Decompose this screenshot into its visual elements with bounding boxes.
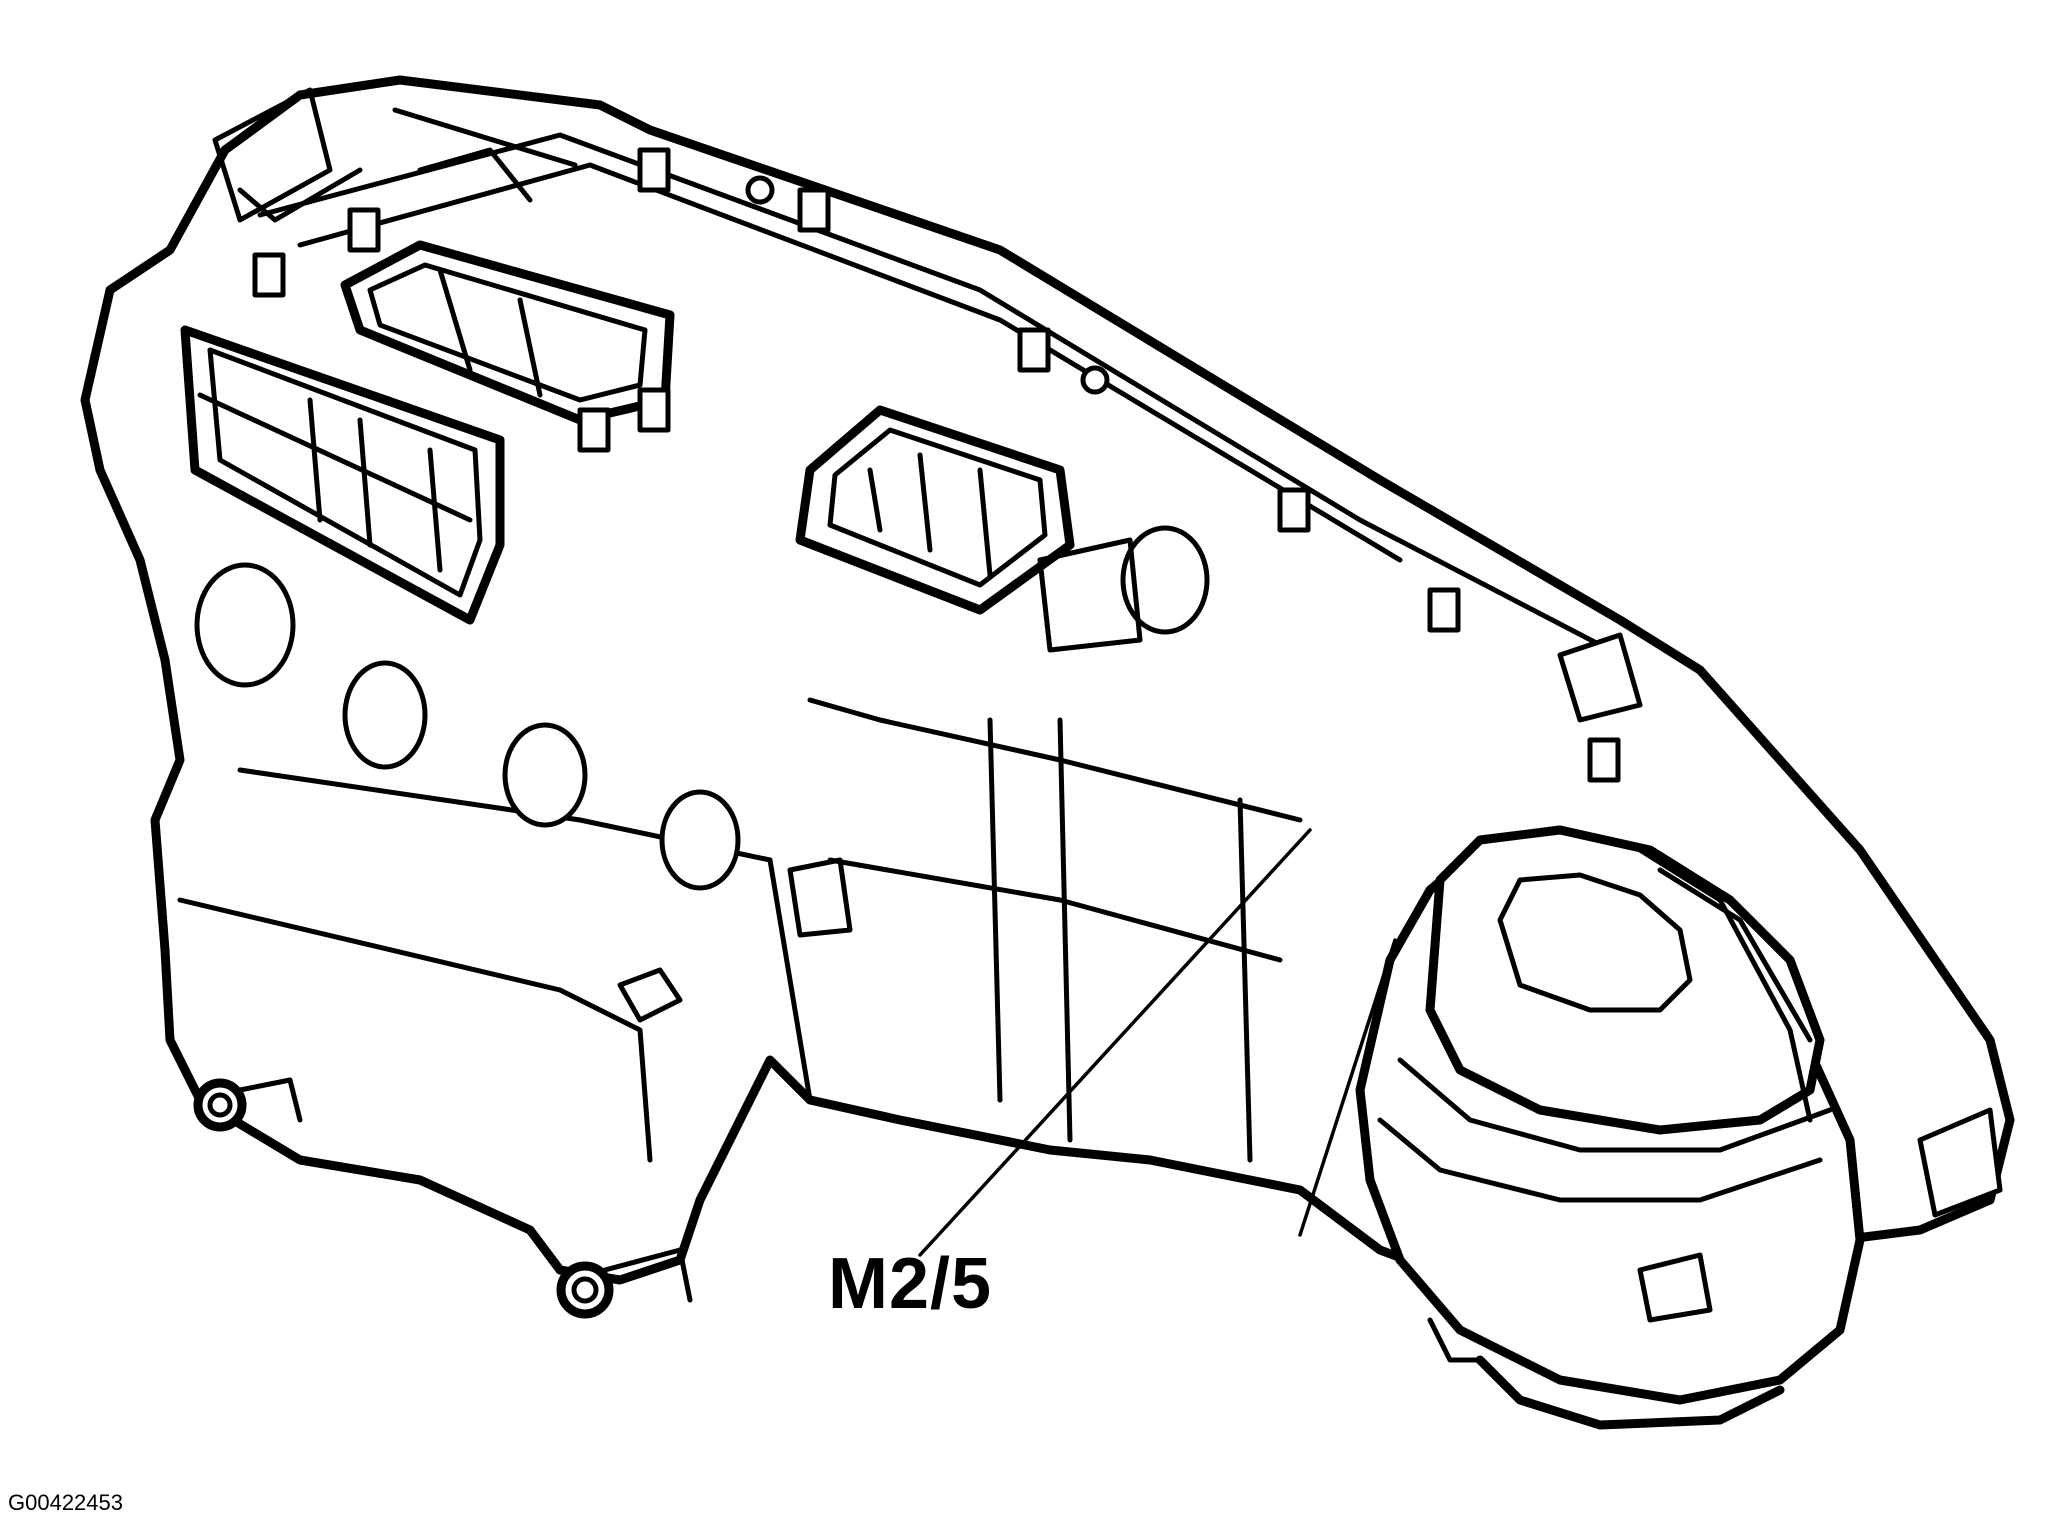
vacuum-actuators — [194, 525, 1210, 938]
blower-connectors — [1557, 632, 2003, 1323]
coolant-pipe-fittings — [193, 967, 693, 1319]
blower-motor — [1425, 825, 1825, 1135]
image-code-label: G00422453 — [8, 1490, 123, 1515]
component-callout-label: M2/5 — [828, 1244, 993, 1324]
upper-left-housing — [212, 87, 578, 223]
defrost-duct-outlet — [180, 325, 505, 625]
side-vent-duct-outlet — [795, 405, 1075, 615]
housing-clips — [252, 147, 1621, 783]
callout-leader-lines — [918, 828, 1397, 1257]
